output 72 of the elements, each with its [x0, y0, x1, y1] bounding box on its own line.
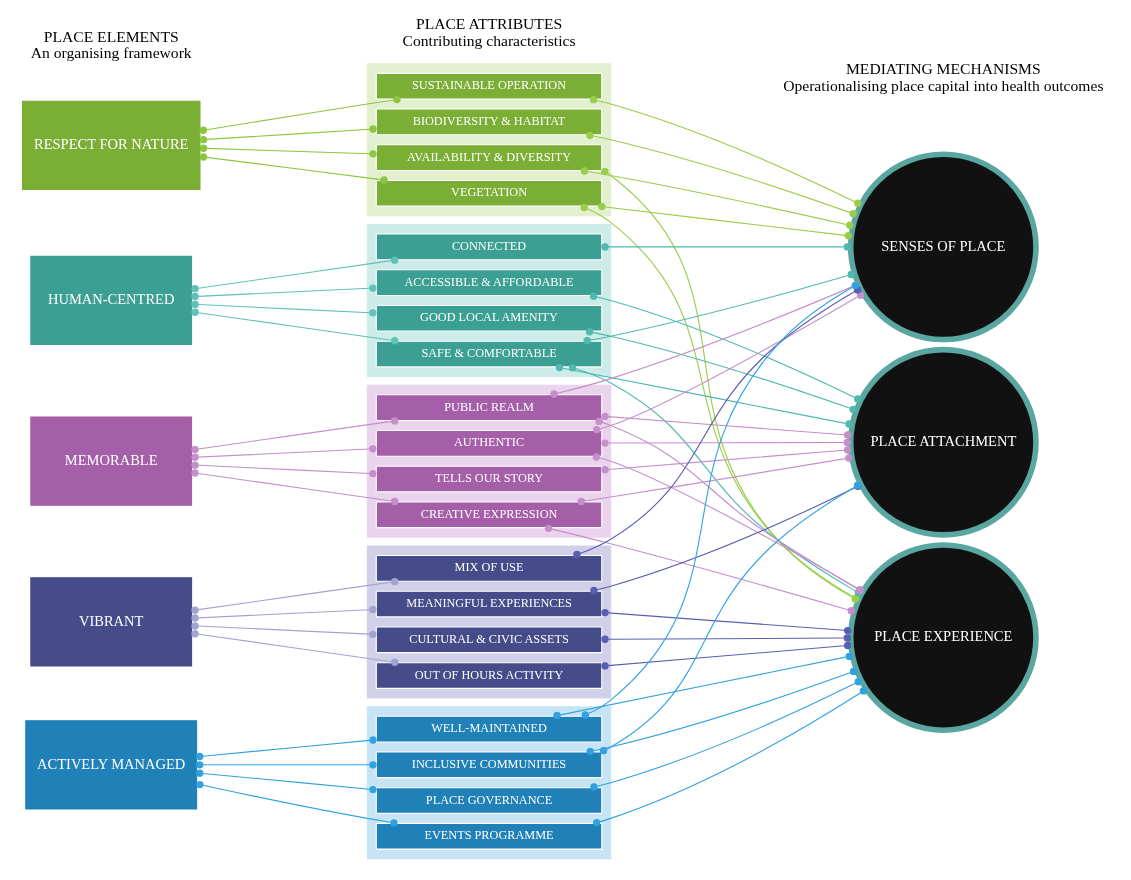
node-box: AUTHENTIC — [375, 429, 603, 457]
node-box: SUSTAINABLE OPERATION — [375, 72, 603, 100]
connector — [191, 308, 399, 345]
connector — [191, 577, 399, 614]
node-box: ACCESSIBLE & AFFORDABLE — [375, 269, 603, 296]
node-box: AVAILABILITY & DIVERSITY — [375, 144, 603, 171]
connector — [580, 167, 854, 229]
connector — [191, 284, 377, 301]
node-box: SAFE & COMFORTABLE — [375, 340, 603, 368]
connector — [598, 202, 852, 240]
connector — [555, 363, 853, 428]
connector — [191, 300, 377, 317]
node-box: CULTURAL & CIVIC ASSETS — [375, 626, 603, 654]
node-box: MEMORABLE — [30, 416, 193, 506]
node-box: BIODIVERSITY & HABITAT — [375, 108, 603, 136]
connector — [589, 96, 862, 207]
node-box: VEGETATION — [375, 179, 603, 207]
node-box: OUT OF HOURS ACTIVITY — [375, 662, 603, 689]
connector — [601, 438, 851, 447]
connector — [191, 622, 377, 638]
connector — [586, 131, 857, 218]
label: PLACE ELEMENTS — [43, 27, 179, 45]
connector — [191, 256, 399, 293]
connector — [553, 652, 853, 720]
connector — [199, 95, 401, 134]
connector — [191, 605, 377, 622]
connector — [577, 454, 853, 506]
connector — [191, 630, 399, 666]
connector — [191, 417, 399, 454]
connector — [601, 634, 851, 643]
connector — [601, 641, 852, 670]
node-box: MIX OF USE — [375, 554, 603, 582]
label: Contributing characteristics — [402, 32, 576, 50]
node-box: CREATIVE EXPRESSION — [375, 501, 603, 529]
node-box: INCLUSIVE COMMUNITIES — [375, 751, 603, 779]
node-box: GOOD LOCAL AMENITY — [375, 304, 603, 332]
node-box: WELL-MAINTAINED — [375, 715, 603, 743]
node-box: HUMAN-CENTRED — [30, 255, 193, 346]
connector — [593, 687, 868, 827]
node-box: ACTIVELY MANAGED — [25, 720, 198, 810]
connector — [601, 412, 852, 439]
connector — [601, 608, 852, 635]
connector — [196, 736, 377, 761]
connector — [601, 243, 851, 251]
connector — [199, 153, 388, 184]
connector — [196, 769, 377, 794]
connector — [583, 270, 855, 345]
connector — [191, 461, 377, 478]
node-box: CONNECTED — [375, 233, 603, 261]
connector — [601, 446, 852, 474]
connector — [191, 445, 377, 461]
node-box: PUBLIC REALM — [375, 394, 603, 422]
node-box: EVENTS PROGRAMME — [375, 822, 603, 850]
connector — [585, 328, 857, 414]
connector — [544, 524, 855, 615]
node-box: TELLS OUR STORY — [375, 465, 603, 493]
connector — [196, 780, 398, 827]
connector — [199, 125, 377, 144]
node-box: MEANINGFUL EXPERIENCES — [375, 590, 603, 618]
label: MEDIATING MECHANISMS — [845, 60, 1041, 78]
connector — [196, 761, 377, 769]
connector — [589, 292, 862, 403]
label: An organising framework — [30, 44, 192, 62]
connector — [592, 291, 865, 434]
node-box: RESPECT FOR NATURE — [21, 100, 201, 190]
label: Operationalising place capital into health outcomes — [783, 76, 1104, 94]
label: PLACE ATTRIBUTES — [415, 15, 563, 33]
node-box: VIBRANT — [30, 577, 193, 667]
connector — [191, 469, 399, 506]
connector — [590, 678, 862, 791]
node-box: PLACE GOVERNANCE — [375, 787, 603, 814]
connector — [199, 144, 377, 158]
